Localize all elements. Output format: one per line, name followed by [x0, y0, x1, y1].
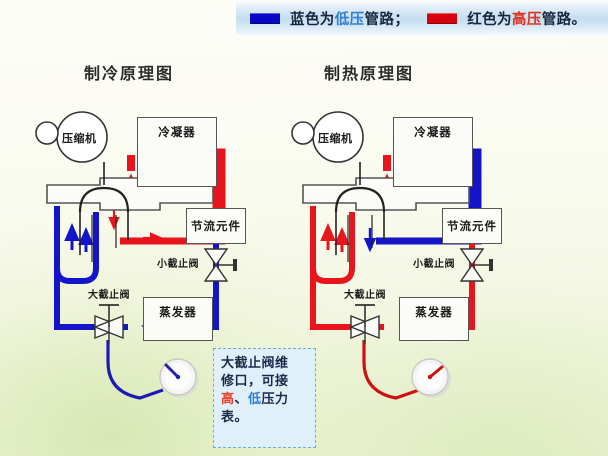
legend-item-low-pressure: 蓝色为低压管路；: [250, 8, 409, 29]
cooling-small-stop-valve-symbol: [203, 248, 237, 282]
legend-red-text-highlight: 高压: [511, 12, 542, 28]
legend-swatch-blue-icon: [250, 13, 280, 24]
callout-sep: 、: [234, 392, 249, 407]
cooling-compressor-label: 压缩机: [62, 132, 97, 145]
heating-small-valve-label: 小截止阀: [413, 259, 455, 270]
cooling-pressure-gauge: [159, 358, 199, 398]
legend-item-high-pressure: 红色为高压管路。: [427, 8, 586, 29]
legend-red-text-prefix: 红色为: [467, 12, 512, 28]
callout-line-2: 修口，可接: [221, 374, 289, 389]
legend-blue-text-suffix: 管路；: [364, 12, 410, 28]
cooling-evaporator-label: 蒸发器: [159, 305, 197, 319]
callout-line-1: 大截止阀维: [221, 356, 289, 371]
cooling-throttle-box: 节流元件: [186, 208, 246, 244]
callout-low-text: 低: [248, 392, 262, 407]
cooling-pipes: [54, 145, 226, 400]
cooling-large-stop-valve-symbol: [93, 304, 125, 344]
heating-pipes: [310, 145, 482, 400]
heating-large-valve-label: 大截止阀: [344, 290, 386, 301]
callout-line-4: 表。: [221, 410, 249, 425]
heating-pressure-gauge: [411, 358, 451, 398]
heating-large-stop-valve-symbol: [349, 304, 381, 344]
legend-swatch-red-icon: [427, 13, 458, 24]
cooling-evaporator-box: 蒸发器: [143, 297, 213, 341]
callout-line-3: 高、低压力: [221, 391, 310, 409]
cooling-large-valve-label: 大截止阀: [88, 290, 130, 301]
heating-throttle-label: 节流元件: [447, 219, 497, 233]
cooling-small-valve-label: 小截止阀: [157, 259, 199, 270]
cooling-diagram-title: 制冷原理图: [84, 64, 175, 83]
heating-evaporator-box: 蒸发器: [399, 297, 469, 341]
heating-condenser-label: 冷凝器: [414, 125, 452, 139]
heating-compressor-label: 压缩机: [318, 132, 353, 145]
legend-red-text-suffix: 管路。: [541, 12, 587, 28]
callout-high-text: 高: [221, 392, 235, 407]
cooling-throttle-label: 节流元件: [191, 219, 241, 233]
legend-blue-text-prefix: 蓝色为: [290, 12, 335, 28]
cooling-condenser-box: 冷凝器: [137, 117, 217, 187]
heating-evaporator-label: 蒸发器: [415, 305, 453, 319]
heating-condenser-box: 冷凝器: [393, 117, 473, 187]
callout-pressure-text: 压力: [261, 392, 289, 407]
heating-diagram-title: 制热原理图: [324, 64, 415, 83]
cooling-condenser-label: 冷凝器: [158, 125, 196, 139]
legend-blue-text-highlight: 低压: [334, 12, 365, 28]
heating-small-stop-valve-symbol: [459, 248, 493, 282]
callout-box: 大截止阀维 修口，可接 高、低压力 表。: [213, 348, 316, 448]
heating-throttle-box: 节流元件: [442, 208, 502, 244]
legend-bar: 蓝色为低压管路； 红色为高压管路。: [236, 2, 608, 35]
